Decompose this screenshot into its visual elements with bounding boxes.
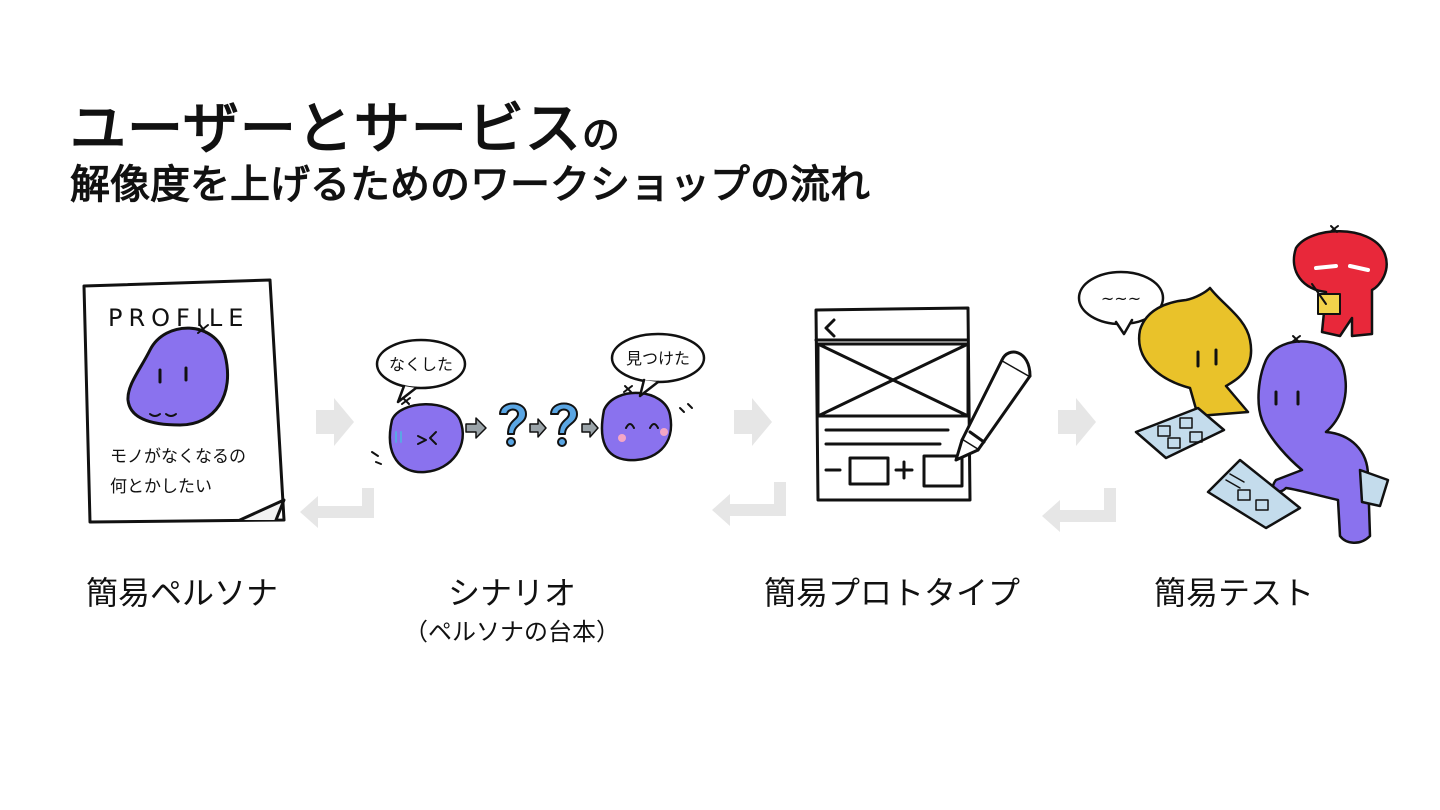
sad-character-icon bbox=[371, 397, 465, 474]
step-label-persona: 簡易ペルソナ bbox=[85, 574, 279, 612]
prototype-illustration bbox=[814, 306, 1032, 502]
return-arrow-icon bbox=[712, 482, 786, 526]
forward-arrow-icon bbox=[734, 398, 772, 446]
profile-heading: PROFILE bbox=[108, 304, 249, 332]
profile-note-line-2: 何とかしたい bbox=[110, 477, 212, 497]
forward-arrow-icon bbox=[1058, 398, 1096, 446]
small-arrow-icon bbox=[465, 417, 599, 439]
red-observer-character-icon bbox=[1292, 225, 1388, 338]
title-particle: の bbox=[581, 113, 621, 157]
purple-character-icon bbox=[126, 324, 230, 427]
back-chevron-icon bbox=[824, 318, 836, 338]
test-sheet-left bbox=[1134, 406, 1226, 460]
yellow-user-character-icon bbox=[1137, 286, 1253, 418]
step-label-scenario: シナリオ bbox=[447, 574, 577, 612]
step-label-prototype: 簡易プロトタイプ bbox=[763, 574, 1021, 612]
test-illustration: ~~~ bbox=[1077, 225, 1390, 544]
happy-character-icon bbox=[600, 385, 693, 462]
step-sublabel-scenario: （ペルソナの台本） bbox=[404, 618, 620, 646]
speech-bubble-test: ~~~ bbox=[1077, 270, 1165, 336]
step-label-test: 簡易テスト bbox=[1153, 574, 1315, 612]
flow-arrow-3 bbox=[1042, 398, 1116, 532]
bubble-lost-text: なくした bbox=[389, 355, 453, 374]
forward-arrow-icon bbox=[316, 398, 354, 446]
flow-arrow-1 bbox=[300, 398, 374, 528]
title-line-2: 解像度を上げるためのワークショップの流れ bbox=[70, 162, 870, 208]
scenario-illustration: なくした bbox=[371, 332, 706, 474]
title-line-1: ユーザーとサービスの bbox=[70, 84, 621, 165]
purple-user-character-icon bbox=[1257, 335, 1372, 544]
bubble-found-text: 見つけた bbox=[626, 349, 690, 368]
speech-bubble-found: 見つけた bbox=[610, 332, 706, 398]
bubble-test-text: ~~~ bbox=[1101, 289, 1141, 308]
test-sheet-right bbox=[1206, 458, 1390, 530]
return-arrow-icon bbox=[1042, 488, 1116, 532]
image-placeholder bbox=[816, 342, 970, 418]
profile-sheet-illustration: PROFILE モノがなくなるの 何とかしたい bbox=[82, 278, 286, 524]
return-arrow-icon bbox=[300, 488, 374, 528]
title-main: ユーザーとサービス bbox=[70, 97, 582, 162]
flow-arrow-2 bbox=[712, 398, 786, 526]
question-mark-icon bbox=[499, 402, 578, 447]
pen-icon bbox=[954, 350, 1032, 462]
speech-bubble-lost: なくした bbox=[375, 338, 467, 404]
profile-note-line-1: モノがなくなるの bbox=[110, 447, 246, 467]
